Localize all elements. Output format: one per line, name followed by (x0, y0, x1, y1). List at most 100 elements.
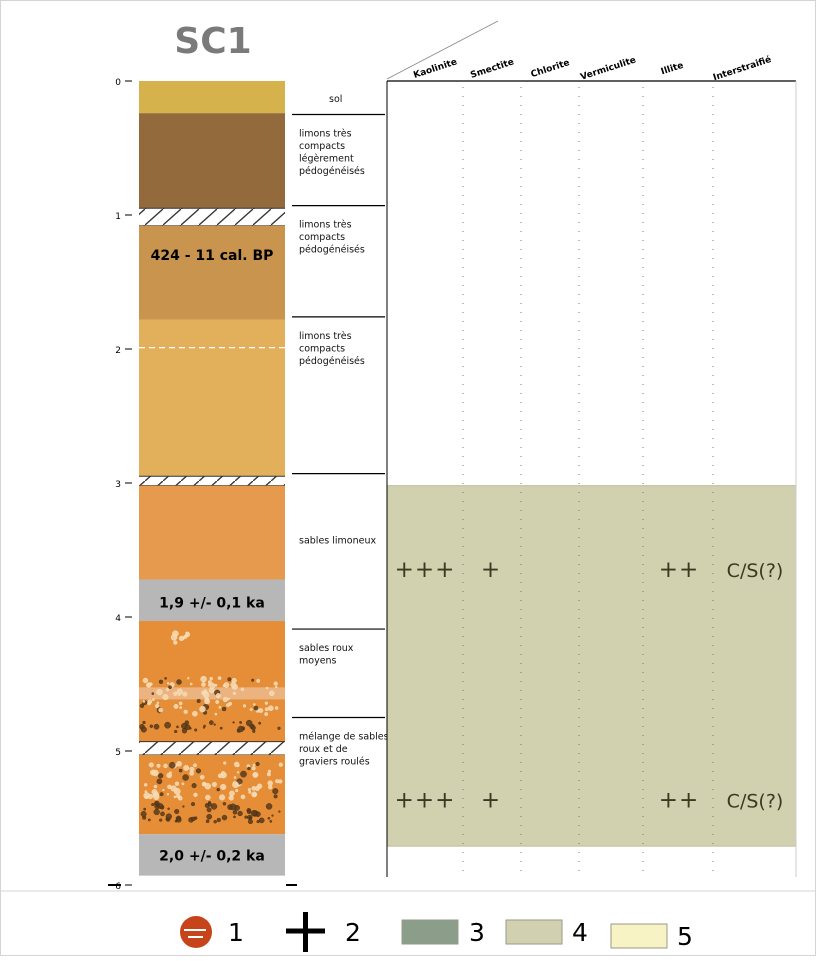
gravel-clast (232, 781, 239, 789)
gravel-clast (269, 690, 275, 697)
gravel-clast (206, 807, 212, 813)
gravel-clast (184, 724, 191, 731)
gravel-clast (221, 771, 226, 776)
gravel-clast (176, 817, 182, 823)
gravel-clast (158, 773, 164, 779)
gravel-clast (267, 780, 273, 786)
lithology-unit (139, 834, 285, 876)
gravel-clast (274, 706, 279, 710)
gravel-clast (267, 784, 273, 790)
gravel-clast (221, 706, 227, 712)
legend-label-4: 4 (572, 918, 588, 947)
gravel-clast (215, 693, 221, 699)
gravel-clast (256, 678, 261, 683)
gravel-clast (187, 676, 190, 680)
gravel-clast (204, 782, 212, 790)
gravel-clast (267, 769, 272, 773)
gravel-clast (256, 819, 260, 824)
gravel-clast (204, 698, 210, 705)
gravel-clast (254, 785, 260, 792)
hatch-lines (139, 476, 285, 486)
depth-tick-label: 2 (115, 346, 121, 356)
gravel-clast (210, 803, 218, 810)
gravel-clast (229, 790, 235, 797)
gravel-clast (179, 706, 183, 710)
gravel-clast (162, 788, 165, 792)
gravel-clast (142, 699, 146, 703)
gravel-clast (140, 726, 147, 733)
gravel-clast (217, 773, 223, 779)
gravel-clast (235, 788, 239, 793)
gravel-clast (264, 701, 269, 705)
description-line: sol (329, 94, 342, 105)
gravel-clast (222, 802, 227, 806)
gravel-clast (213, 723, 216, 726)
gravel-clast (232, 691, 237, 696)
legend-label-3: 3 (469, 918, 485, 947)
gravel-clast (227, 677, 232, 682)
gravel-clast (272, 788, 279, 795)
gravel-clast (153, 723, 160, 730)
gravel-clast (253, 773, 258, 778)
gravel-clast (216, 787, 220, 792)
gravel-clast (266, 772, 271, 777)
sand-band (139, 687, 285, 700)
gravel-clast (214, 712, 218, 716)
gravel-clast (250, 810, 258, 817)
gravel-clast (178, 635, 185, 642)
gravel-clast (178, 693, 181, 697)
gravel-clast (203, 692, 210, 699)
gravel-clast (232, 810, 238, 815)
gravel-clast (225, 702, 231, 707)
gravel-clast (206, 813, 213, 820)
gravel-clast (183, 764, 190, 771)
gravel-clast (278, 779, 283, 784)
gravel-clast (166, 792, 170, 796)
description-line: compacts (299, 343, 345, 354)
description-line: compacts (299, 232, 345, 243)
gravel-clast (192, 710, 198, 717)
gravel-clast (147, 818, 151, 822)
gravel-clast (233, 815, 236, 819)
gravel-clast (205, 819, 210, 824)
gravel-clast (182, 691, 188, 697)
gravel-clast (237, 810, 243, 817)
gravel-clast (247, 788, 252, 792)
legend-symbol-1 (180, 916, 212, 948)
gravel-clast (228, 795, 234, 801)
legend-label-2: 2 (345, 918, 361, 947)
gravel-clast (178, 768, 183, 773)
gravel-clast (273, 681, 278, 686)
gravel-clast (189, 682, 193, 686)
gravel-clast (253, 703, 256, 706)
gravel-clast (182, 774, 189, 781)
column-header: Illite (660, 61, 685, 78)
gravel-clast (158, 679, 164, 684)
description-line: sables roux (299, 643, 354, 654)
gravel-clast (245, 719, 253, 727)
gravel-clast (278, 810, 281, 813)
gravel-clast (144, 790, 148, 794)
gravel-clast (233, 776, 237, 779)
legend-swatch-3 (401, 919, 459, 945)
gravel-clast (201, 682, 206, 687)
gravel-clast (185, 632, 191, 637)
gravel-clast (174, 729, 178, 734)
gravel-clast (166, 687, 170, 692)
gravel-clast (191, 816, 196, 822)
gravel-clast (153, 794, 160, 801)
gravel-clast (170, 634, 178, 641)
gravel-clast (269, 820, 273, 823)
mineral-cell: + (481, 788, 501, 814)
gravel-clast (160, 811, 165, 817)
gravel-clast (236, 771, 240, 774)
description-line: limons très (299, 220, 352, 231)
gravel-clast (240, 687, 245, 692)
gravel-clast (239, 721, 243, 724)
gravel-clast (147, 699, 153, 704)
gravel-clast (233, 761, 240, 768)
